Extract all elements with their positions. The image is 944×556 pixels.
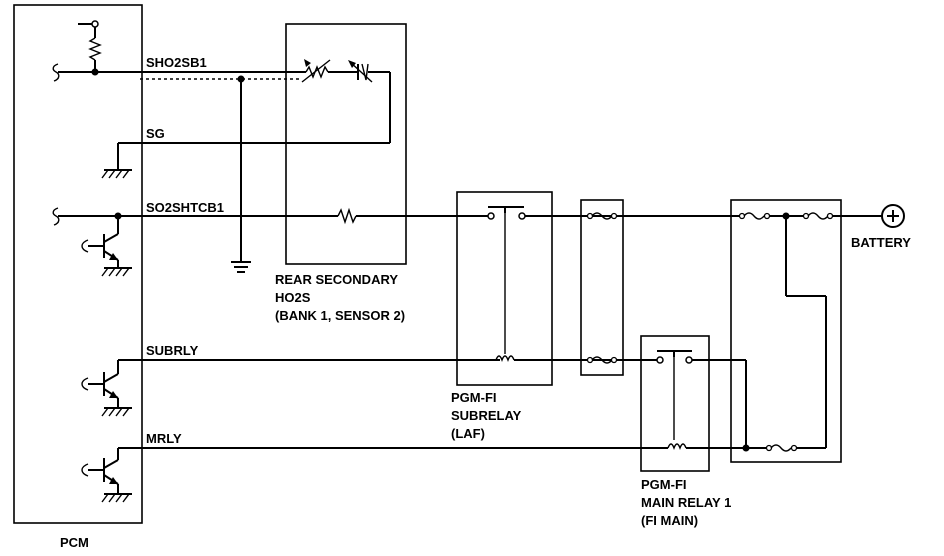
subrelay-box <box>456 191 553 386</box>
svg-text:SUBRELAY: SUBRELAY <box>451 408 522 423</box>
underhood-fuse-box <box>730 199 842 463</box>
pullup-resistor-icon <box>78 20 102 72</box>
subrelay-label: PGM-FI SUBRELAY (LAF) <box>451 390 522 441</box>
battery-positive-icon <box>881 204 905 228</box>
svg-text:HO2S: HO2S <box>275 290 311 305</box>
rear-ho2s-box <box>285 23 407 265</box>
relay-coil-icon <box>667 443 687 450</box>
svg-text:MAIN RELAY 1: MAIN RELAY 1 <box>641 495 731 510</box>
rear-ho2s-label: REAR SECONDARY HO2S (BANK 1, SENSOR 2) <box>275 272 405 323</box>
transistor-icon <box>81 216 132 277</box>
relay-switch-icon <box>487 206 526 354</box>
signal-label-subrly: SUBRLY <box>146 343 199 358</box>
signal-label-sho2sb1: SHO2SB1 <box>146 55 207 70</box>
fuse-icon <box>765 444 798 452</box>
sensor-element-icon <box>348 60 373 83</box>
fuse-icon <box>802 212 834 220</box>
transistor-icon <box>81 448 132 503</box>
chassis-ground-icon <box>231 261 251 273</box>
heater-resistor-icon <box>337 207 357 225</box>
connector-mark-icon <box>52 207 60 226</box>
svg-text:PGM-FI: PGM-FI <box>451 390 497 405</box>
signal-label-mrly: MRLY <box>146 431 182 446</box>
signal-label-so2shtcb1: SO2SHTCB1 <box>146 200 224 215</box>
transistor-icon <box>81 360 132 417</box>
fuse-icon <box>738 212 771 220</box>
fuse-block-box <box>580 199 624 376</box>
relay-coil-icon <box>495 355 515 362</box>
svg-text:(LAF): (LAF) <box>451 426 485 441</box>
relay-switch-icon <box>656 350 693 440</box>
main-relay-label: PGM-FI MAIN RELAY 1 (FI MAIN) <box>641 477 731 528</box>
battery-label: BATTERY <box>851 235 911 250</box>
fuse-icon <box>586 356 618 364</box>
connector-mark-icon <box>52 63 60 82</box>
svg-text:PGM-FI: PGM-FI <box>641 477 687 492</box>
signal-label-sg: SG <box>146 126 165 141</box>
svg-text:REAR SECONDARY: REAR SECONDARY <box>275 272 398 287</box>
fuse-icon <box>586 212 618 220</box>
pcm-label: PCM <box>60 535 89 550</box>
ground-icon <box>101 169 132 179</box>
svg-text:(BANK 1, SENSOR 2): (BANK 1, SENSOR 2) <box>275 308 405 323</box>
variable-resistor-icon <box>301 59 331 83</box>
pcm-box <box>13 4 143 524</box>
svg-text:(FI MAIN): (FI MAIN) <box>641 513 698 528</box>
main-relay-box <box>640 335 710 472</box>
